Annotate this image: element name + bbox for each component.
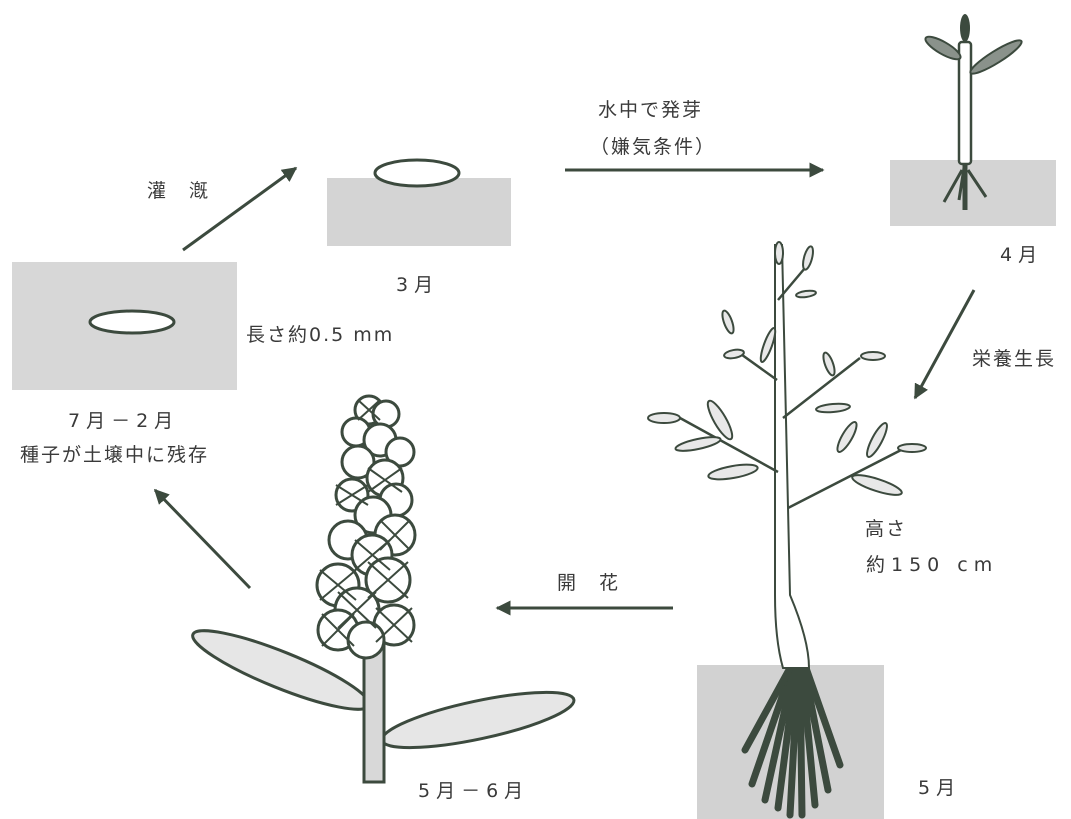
label-seed-length: 長さ約0.5 mm xyxy=(246,320,394,347)
arrow-vegetative-growth xyxy=(915,290,974,398)
label-height: 高さ xyxy=(865,514,907,541)
seed-surface xyxy=(327,160,511,246)
label-anaerobic: （嫌気条件） xyxy=(590,132,716,159)
seedling xyxy=(890,14,1056,226)
label-irrigation: 灌 漑 xyxy=(147,176,210,203)
arrow-seed-return xyxy=(155,490,250,588)
label-height-value: 約150 cm xyxy=(866,550,998,577)
label-may-june: 5月－6月 xyxy=(418,776,529,803)
label-flowering: 開 花 xyxy=(557,568,620,595)
label-germination: 水中で発芽 xyxy=(598,95,703,122)
label-april: 4月 xyxy=(1000,240,1043,267)
label-march: 3月 xyxy=(396,270,439,297)
label-vegetative-growth: 栄養生長 xyxy=(972,344,1056,371)
label-jul-feb: 7月－2月 xyxy=(68,406,179,433)
flowering-plant xyxy=(186,396,578,782)
seed-in-soil xyxy=(12,262,237,390)
label-seed-remains: 種子が土壌中に残存 xyxy=(20,440,209,467)
label-may: 5月 xyxy=(918,773,961,800)
